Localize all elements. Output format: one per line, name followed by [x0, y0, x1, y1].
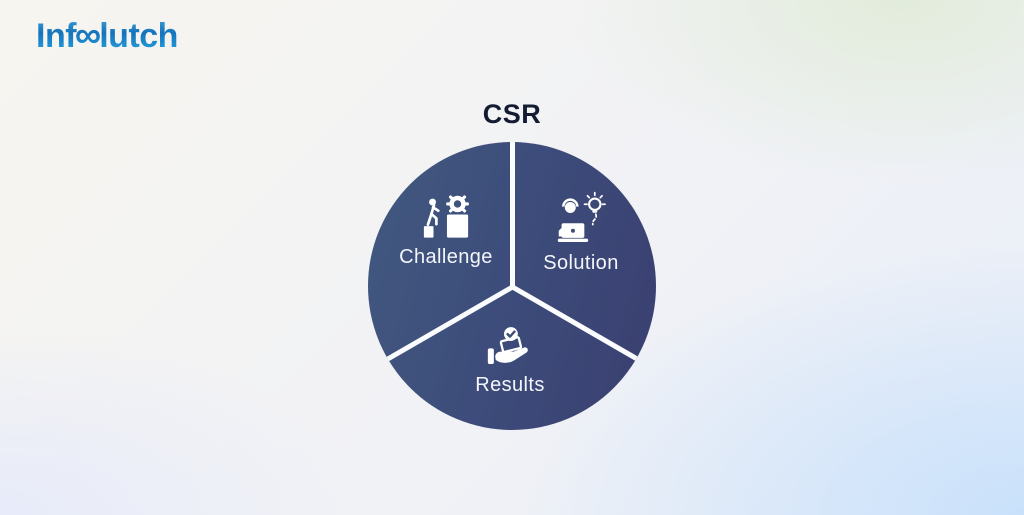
segment-divider: [509, 142, 515, 287]
segment-label: Solution: [543, 252, 619, 274]
logo-text-after: lutch: [99, 17, 178, 55]
person-climbing-steps-gear-icon: [423, 195, 469, 238]
person-laptop-lightbulb-icon: [557, 191, 606, 243]
segment-results: Results: [435, 326, 585, 397]
hand-holding-check-document-icon: [487, 327, 528, 365]
logo-text-before: Inf: [36, 17, 77, 55]
csr-pie-diagram: Challenge Solution: [368, 142, 656, 430]
infoclutch-logo: Inf∞lutch: [36, 14, 178, 56]
segment-challenge: Challenge: [371, 192, 521, 269]
infinity-icon: ∞: [75, 14, 101, 55]
segment-solution: Solution: [506, 190, 656, 275]
segment-label: Results: [475, 374, 545, 396]
diagram-title: CSR: [482, 99, 542, 129]
segment-label: Challenge: [399, 246, 493, 268]
